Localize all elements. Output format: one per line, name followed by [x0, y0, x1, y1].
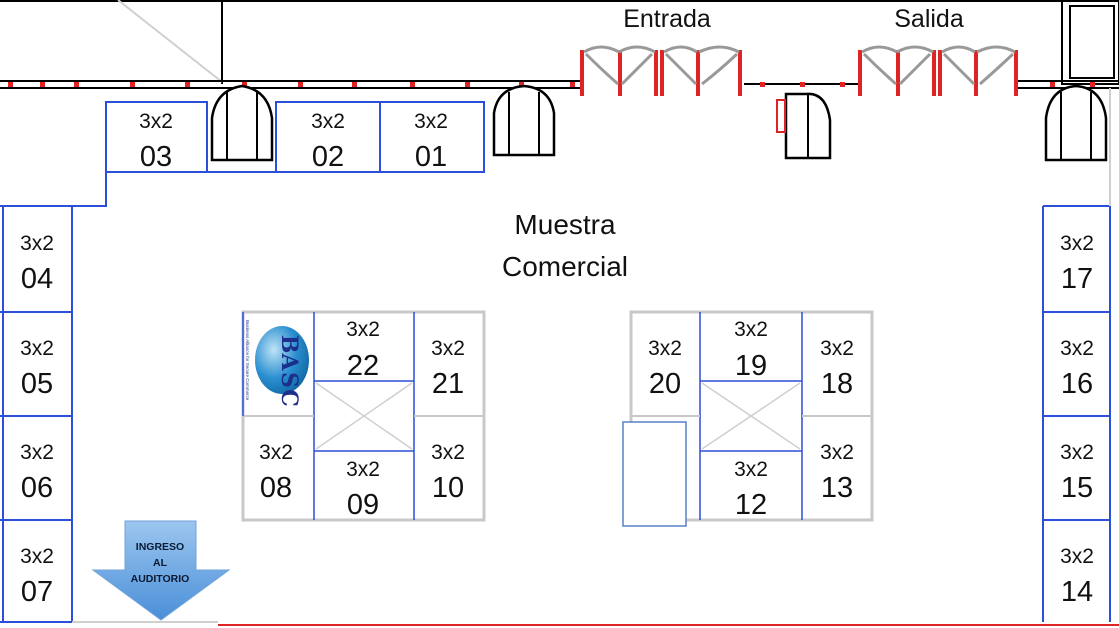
- booth-size: 3x2: [20, 545, 54, 568]
- auditorium-label-line1: INGRESO: [136, 541, 184, 553]
- booth-number: 22: [347, 350, 379, 382]
- down-arrow-icon: [91, 520, 231, 621]
- column-icon: [1044, 84, 1108, 162]
- booth-number: 12: [735, 489, 767, 521]
- booth-size: 3x2: [734, 318, 768, 341]
- booth-18[interactable]: 3x2 18: [820, 337, 854, 400]
- booth-06[interactable]: 3x2 06: [20, 441, 54, 504]
- booth-03[interactable]: 3x2 03: [139, 110, 173, 173]
- booth-number: 02: [312, 141, 344, 173]
- booth-04[interactable]: 3x2 04: [20, 232, 54, 295]
- booth-size: 3x2: [648, 337, 682, 360]
- booth-number: 17: [1061, 263, 1093, 295]
- top-booth-row: [0, 101, 485, 207]
- booth-01[interactable]: 3x2 01: [414, 110, 448, 173]
- top-structure: [0, 0, 1119, 89]
- left-island: [241, 310, 486, 522]
- svg-text:C: C: [276, 389, 302, 407]
- entrance-doors: [580, 45, 742, 96]
- auditorium-label-line3: AUDITORIO: [131, 573, 190, 585]
- basc-logo: B A S C Business Alliance for Secure Com…: [245, 320, 309, 407]
- booth-08[interactable]: 3x2 08: [259, 441, 293, 504]
- booth-size: 3x2: [820, 337, 854, 360]
- booth-size: 3x2: [259, 441, 293, 464]
- booth-size: 3x2: [1060, 337, 1094, 360]
- booth-20[interactable]: 3x2 20: [648, 337, 682, 400]
- booth-size: 3x2: [734, 458, 768, 481]
- booth-number: 16: [1061, 368, 1093, 400]
- left-booth-column: [0, 206, 73, 623]
- booth-size: 3x2: [1060, 232, 1094, 255]
- booth-number: 13: [821, 472, 853, 504]
- booth-size: 3x2: [20, 441, 54, 464]
- entrance-label: Entrada: [623, 5, 711, 33]
- booth-number: 06: [21, 472, 53, 504]
- booth-number: 20: [649, 368, 681, 400]
- booth-size: 3x2: [346, 458, 380, 481]
- booth-13[interactable]: 3x2 13: [820, 441, 854, 504]
- auditorium-arrow[interactable]: INGRESO AL AUDITORIO: [91, 520, 231, 621]
- auditorium-label-line2: AL: [153, 557, 168, 569]
- booth-number: 09: [347, 489, 379, 521]
- booth-19[interactable]: 3x2 19: [734, 318, 768, 382]
- booth-size: 3x2: [1060, 545, 1094, 568]
- booth-17[interactable]: 3x2 17: [1060, 232, 1094, 295]
- booth-number: 01: [415, 141, 447, 173]
- svg-text:B: B: [276, 335, 302, 354]
- booth-14[interactable]: 3x2 14: [1060, 545, 1094, 608]
- svg-text:Business Alliance for Secure C: Business Alliance for Secure Commerce: [245, 320, 250, 401]
- booth-15[interactable]: 3x2 15: [1060, 441, 1094, 504]
- booth-22[interactable]: 3x2 22: [346, 318, 380, 382]
- booth-number: 10: [432, 472, 464, 504]
- booth-size: 3x2: [346, 318, 380, 341]
- booth-size: 3x2: [1060, 441, 1094, 464]
- booth-02[interactable]: 3x2 02: [311, 110, 345, 173]
- right-booth-column: [1042, 88, 1111, 622]
- exit-doors: [858, 45, 1018, 96]
- booth-16[interactable]: 3x2 16: [1060, 337, 1094, 400]
- booth-number: 15: [1061, 472, 1093, 504]
- booth-21[interactable]: 3x2 21: [431, 337, 465, 400]
- booth-09[interactable]: 3x2 09: [346, 458, 380, 521]
- booth-07[interactable]: 3x2 07: [20, 545, 54, 608]
- exit-label: Salida: [894, 5, 964, 33]
- booth-10[interactable]: 3x2 10: [431, 441, 465, 504]
- booth-12[interactable]: 3x2 12: [734, 458, 768, 521]
- booth-size: 3x2: [414, 110, 448, 133]
- booth-number: 08: [260, 472, 292, 504]
- booth-number: 18: [821, 368, 853, 400]
- booth-size: 3x2: [311, 110, 345, 133]
- booth-size: 3x2: [20, 337, 54, 360]
- booth-size: 3x2: [20, 232, 54, 255]
- right-island: [622, 310, 874, 527]
- booth-size: 3x2: [820, 441, 854, 464]
- column-icon: [776, 92, 832, 160]
- booth-number: 07: [21, 576, 53, 608]
- booth-number: 05: [21, 368, 53, 400]
- booth-number: 14: [1061, 576, 1093, 608]
- area-title-line2: Comercial: [502, 251, 628, 282]
- booth-number: 04: [21, 263, 53, 295]
- booth-number: 03: [140, 141, 172, 173]
- booth-number: 21: [432, 368, 464, 400]
- booth-size: 3x2: [139, 110, 173, 133]
- booth-05[interactable]: 3x2 05: [20, 337, 54, 400]
- svg-text:S: S: [276, 372, 302, 388]
- column-icon: [492, 84, 556, 157]
- booth-size: 3x2: [431, 441, 465, 464]
- booth-number: 19: [735, 350, 767, 382]
- area-title-line1: Muestra: [514, 209, 616, 240]
- column-icon: [210, 84, 274, 162]
- booth-size: 3x2: [431, 337, 465, 360]
- svg-text:A: A: [276, 352, 302, 371]
